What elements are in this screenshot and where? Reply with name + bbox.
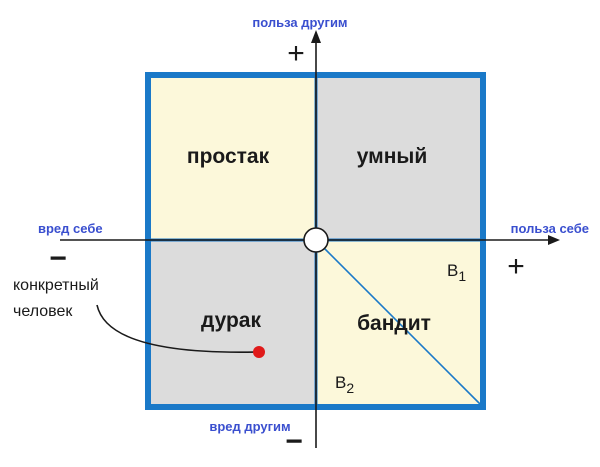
marker-b2-main: B: [335, 373, 346, 392]
annotation-line2: человек: [13, 303, 73, 320]
quadrant-label-top-left: простак: [187, 145, 270, 168]
quadrant-label-bottom-left: дурак: [201, 309, 261, 332]
quadrant-top-left: [148, 75, 316, 240]
x-axis-left-sign: −: [49, 242, 67, 275]
annotation-line1: конкретный: [13, 277, 99, 294]
marker-b1-main: B: [447, 261, 458, 280]
marker-b1-sub: 1: [458, 268, 466, 284]
quadrant-label-top-right: умный: [357, 145, 427, 168]
origin-circle: [303, 227, 329, 253]
y-axis-bottom-label: вред другим: [209, 419, 290, 434]
x-axis-right-label: польза себе: [511, 221, 589, 236]
x-axis-arrowhead: [548, 235, 560, 245]
y-axis-arrowhead: [311, 30, 321, 43]
y-axis-bottom-sign: −: [285, 425, 303, 458]
marker-b2-sub: 2: [346, 380, 354, 396]
x-axis-right-sign: +: [507, 250, 525, 283]
x-axis-left-label: вред себе: [38, 221, 103, 236]
marker-b2: B2: [335, 373, 354, 396]
y-axis-top-sign: +: [287, 37, 305, 70]
diagonal-line: [315, 239, 481, 405]
quadrant-label-bottom-right: бандит: [357, 312, 431, 335]
y-axis-top-label: польза другим: [252, 15, 347, 30]
marker-b1: B1: [447, 261, 466, 284]
person-dot: [253, 346, 265, 358]
annotation-leader-curve: [96, 304, 257, 353]
quadrant-top-right: [316, 75, 483, 240]
quadrant-bottom-left: [148, 240, 316, 407]
